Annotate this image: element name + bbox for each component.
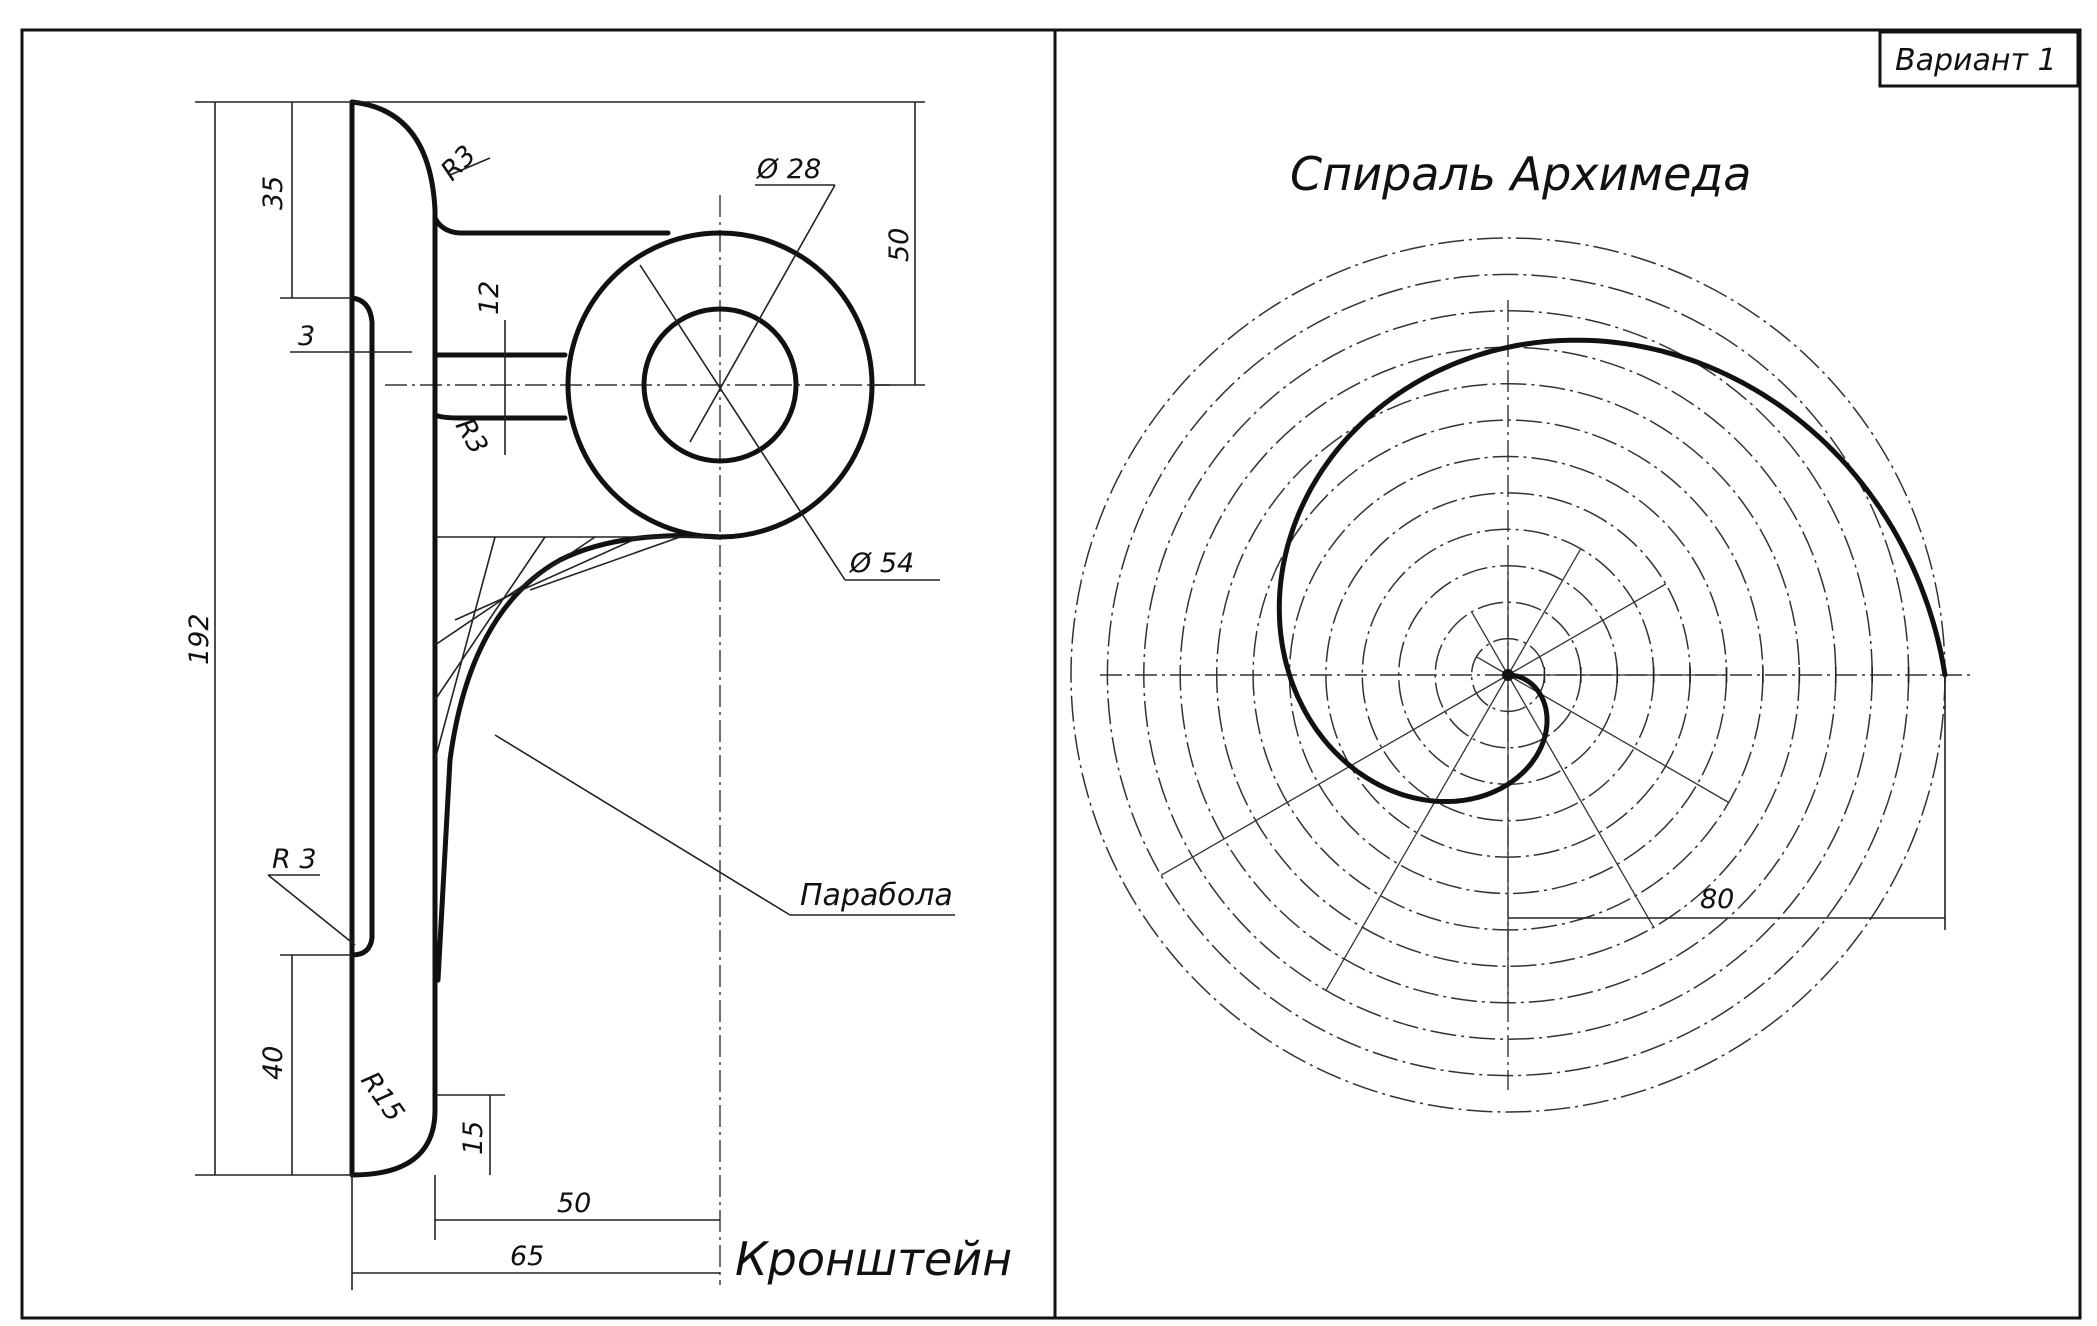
bracket-arm-top bbox=[432, 215, 671, 236]
r3-left-label: R 3 bbox=[272, 844, 317, 875]
dim-50-vertical-label: 50 bbox=[884, 228, 915, 262]
dim-65-label: 65 bbox=[510, 1241, 544, 1272]
r3-top-label: R3 bbox=[435, 140, 482, 187]
construction-ray bbox=[1476, 656, 1509, 676]
bracket-drawing: Ø 28 Ø 54 Парабола R3 R3 R 3 R15 192 35 … bbox=[184, 99, 1012, 1290]
dim-15-label: 15 bbox=[458, 1121, 489, 1155]
dim-40-label: 40 bbox=[258, 1046, 289, 1080]
inner-hole-circle bbox=[641, 306, 799, 464]
parabola-curve bbox=[435, 533, 723, 983]
dim-12-label: 12 bbox=[474, 281, 505, 315]
parabola-label: Парабола bbox=[800, 878, 953, 913]
r15-label: R15 bbox=[354, 1066, 410, 1127]
part-name: Кронштейн bbox=[735, 1232, 1012, 1286]
parabola-construction-line bbox=[529, 536, 681, 591]
sheet-frame bbox=[20, 28, 2082, 1320]
variant-label: Вариант 1 bbox=[1895, 43, 2057, 78]
dim-50-horizontal-label: 50 bbox=[557, 1188, 591, 1219]
dia54-leader bbox=[639, 264, 846, 581]
dia28-leader bbox=[689, 184, 836, 443]
construction-ray bbox=[1325, 674, 1509, 991]
construction-ray bbox=[1507, 674, 1655, 928]
dim-35-label: 35 bbox=[258, 176, 289, 210]
parabola-construction-line bbox=[454, 536, 641, 621]
bracket-outline bbox=[349, 99, 438, 1178]
r3-left-leader bbox=[267, 874, 356, 946]
construction-ray bbox=[1160, 674, 1509, 876]
parabola-leader bbox=[494, 734, 791, 916]
dia28-label: Ø 28 bbox=[756, 154, 821, 185]
variant-box bbox=[1878, 30, 2080, 88]
dia54-label: Ø 54 bbox=[849, 548, 914, 579]
bracket-arm-neck-bottom bbox=[432, 412, 568, 421]
construction-ray bbox=[1507, 583, 1667, 676]
parabola-construction-line bbox=[434, 536, 546, 701]
spiral-construction-rays bbox=[1160, 548, 1730, 1003]
spiral-drawing: Спираль Архимеда 80 bbox=[1070, 147, 1975, 1113]
parabola-construction-line bbox=[434, 536, 496, 761]
dim-80-label: 80 bbox=[1700, 884, 1734, 915]
archimedes-spiral-curve bbox=[1276, 337, 1948, 804]
construction-ray bbox=[1507, 674, 1730, 804]
construction-ray bbox=[1471, 611, 1509, 676]
r3-top-leader bbox=[449, 157, 491, 176]
spiral-center-point bbox=[1502, 669, 1514, 681]
construction-ray bbox=[1507, 548, 1582, 676]
spiral-title: Спираль Архимеда bbox=[1290, 147, 1751, 201]
parabola-construction-line bbox=[434, 536, 596, 646]
dim-192-label: 192 bbox=[184, 613, 215, 665]
dim-3-label: 3 bbox=[298, 321, 315, 352]
